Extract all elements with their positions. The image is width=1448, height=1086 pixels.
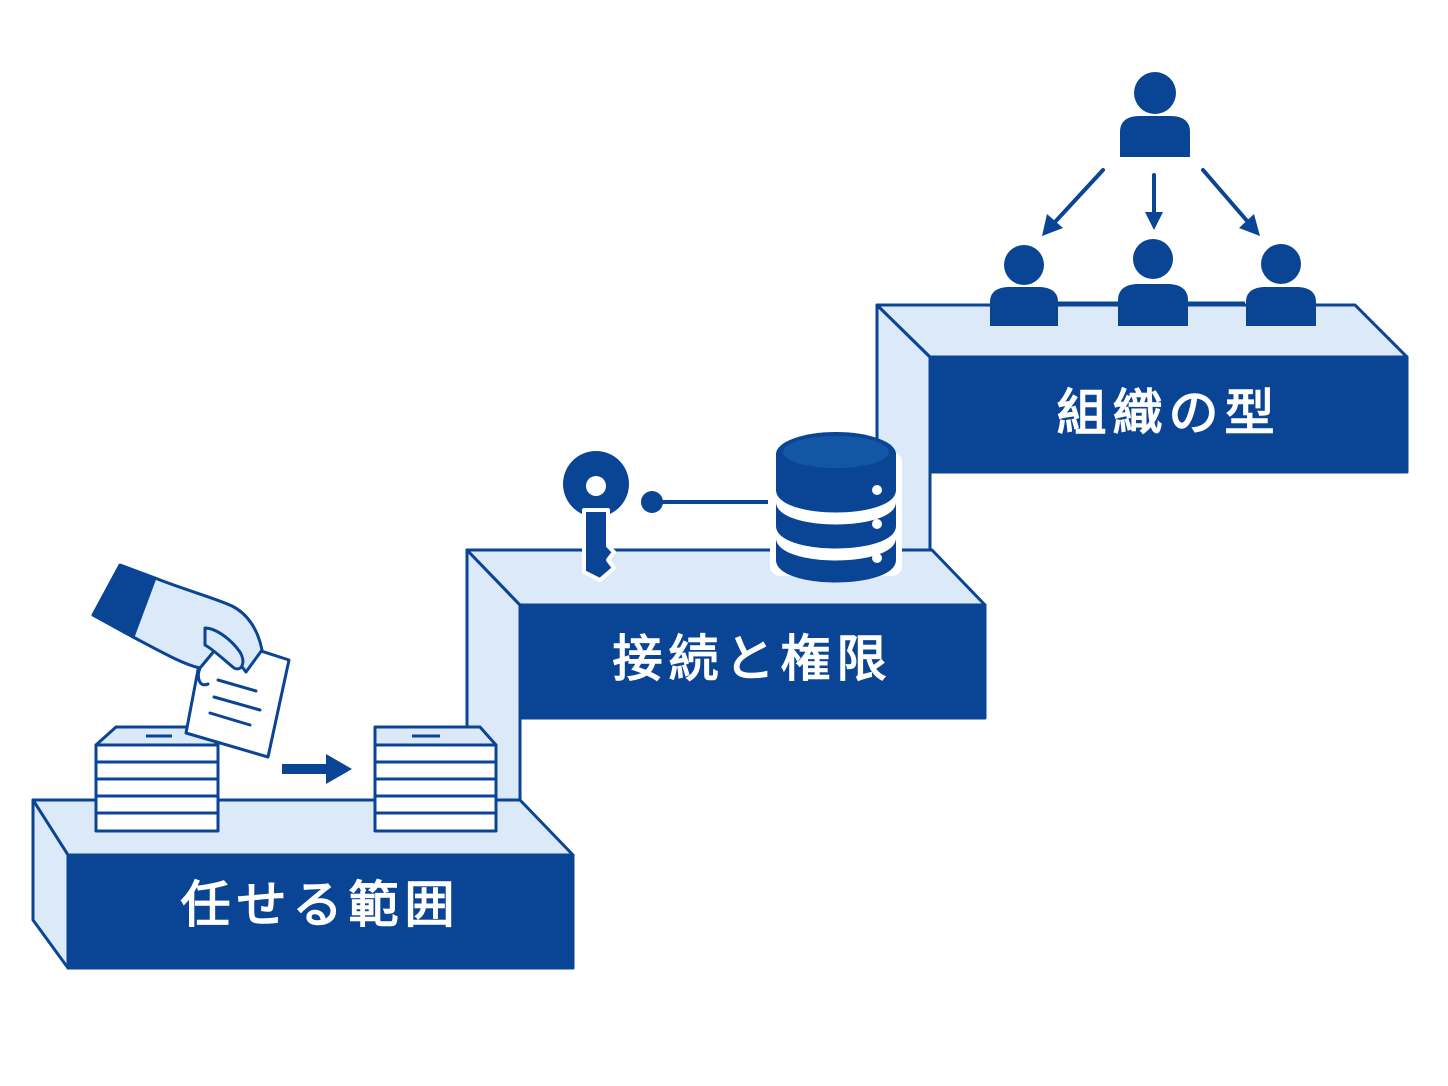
person-icon	[1246, 244, 1316, 326]
database-icon	[770, 432, 902, 583]
step-1-front	[66, 853, 575, 970]
step-3-front	[928, 355, 1409, 474]
connector-line	[641, 491, 768, 513]
arrow-down-icon	[1042, 168, 1260, 236]
document-stack-icon	[94, 725, 220, 833]
arrow-right-icon	[282, 754, 352, 784]
step-3-label: 組織の型	[1056, 384, 1281, 442]
person-icon	[1120, 72, 1190, 157]
document-stack-icon	[373, 725, 498, 833]
person-icon	[1118, 239, 1188, 326]
hand-icon	[91, 563, 264, 687]
step-2-top	[465, 548, 987, 607]
person-icon	[990, 245, 1058, 326]
step-2-front	[518, 603, 987, 720]
step-1-label: 任せる範囲	[180, 876, 461, 934]
key-icon	[563, 451, 629, 582]
step-2-label: 接続と権限	[612, 630, 893, 688]
